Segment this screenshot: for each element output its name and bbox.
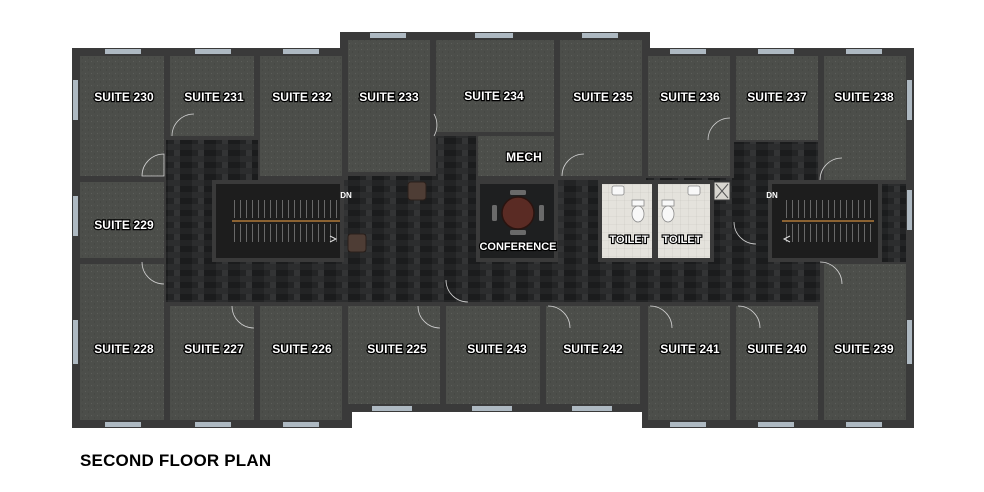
sink-icon (611, 185, 625, 196)
conference-table (501, 196, 535, 230)
stair-right-dn-label: DN (766, 191, 778, 200)
suite-227-label: SUITE 227 (184, 342, 244, 356)
suite-226-label: SUITE 226 (272, 342, 332, 356)
suite-229-label: SUITE 229 (94, 218, 154, 232)
toilet-2-label: TOILET (663, 234, 702, 246)
suite-230-label: SUITE 230 (94, 90, 154, 104)
suite-225-label: SUITE 225 (367, 342, 427, 356)
plan-title: SECOND FLOOR PLAN (80, 451, 272, 470)
suite-243-label: SUITE 243 (467, 342, 527, 356)
suite-238-label: SUITE 238 (834, 90, 894, 104)
suite-236-label: SUITE 236 (660, 90, 720, 104)
suite-232-label: SUITE 232 (272, 90, 332, 104)
stair-right (768, 180, 882, 262)
mech-label: MECH (506, 150, 542, 164)
lounge-chair-icon (347, 233, 367, 253)
chair-icon (492, 205, 497, 221)
suite-242-label: SUITE 242 (563, 342, 623, 356)
suite-233-label: SUITE 233 (359, 90, 419, 104)
windows (73, 33, 912, 427)
suite-235-label: SUITE 235 (573, 90, 633, 104)
cross-icon (715, 183, 729, 199)
suite-floors (80, 40, 906, 420)
toilet-1-label: TOILET (610, 234, 649, 246)
chair-icon (510, 230, 526, 235)
sink-icon (687, 185, 701, 196)
suite-231-label: SUITE 231 (184, 90, 244, 104)
stair-left-dn-label: DN (340, 191, 352, 200)
arrow-icon (782, 235, 791, 243)
floor-plan: SUITE 230 SUITE 231 SUITE 232 SUITE 233 … (72, 32, 914, 428)
toilet-icon (661, 199, 675, 223)
suite-239-label: SUITE 239 (834, 342, 894, 356)
restrooms (598, 180, 731, 262)
suite-237-label: SUITE 237 (747, 90, 807, 104)
suite-241-label: SUITE 241 (660, 342, 720, 356)
suite-234-label: SUITE 234 (464, 89, 524, 103)
door-swings (141, 113, 843, 329)
toilet-icon (631, 199, 645, 223)
suite-240-label: SUITE 240 (747, 342, 807, 356)
chair-icon (510, 190, 526, 195)
conference-label: CONFERENCE (479, 241, 556, 253)
stair-left (212, 180, 344, 262)
room-labels: SUITE 230 SUITE 231 SUITE 232 SUITE 233 … (93, 88, 895, 357)
arrow-icon (329, 235, 338, 243)
suite-228-label: SUITE 228 (94, 342, 154, 356)
conference-room (476, 180, 558, 262)
chair-icon (539, 205, 544, 221)
lounge-chair-icon (407, 181, 427, 201)
